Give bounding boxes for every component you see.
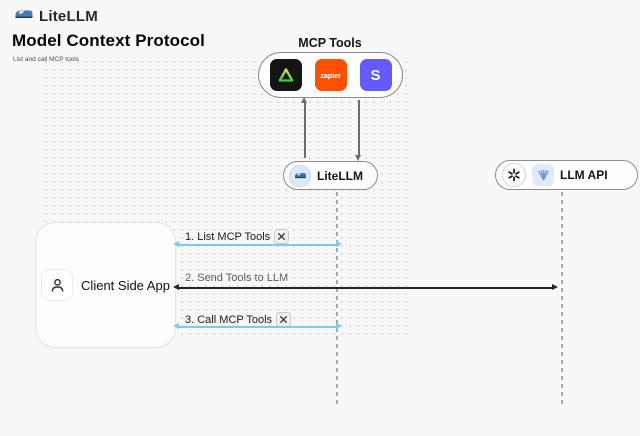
stripe-logotype: S bbox=[370, 66, 381, 84]
tools-icon bbox=[276, 312, 292, 327]
litellm-lifeline bbox=[336, 192, 338, 408]
arrow-mcp-to-litellm bbox=[355, 100, 361, 161]
litellm-train-icon bbox=[14, 7, 34, 26]
client-side-app-label: Client Side App bbox=[81, 277, 170, 293]
sequence-step-2-label: 2. Send Tools to LLM bbox=[185, 272, 288, 284]
green-triangle-tool-icon bbox=[269, 59, 302, 91]
sequence-step-1-label: 1. List MCP Tools bbox=[185, 229, 290, 244]
brand-name: LiteLLM bbox=[39, 8, 98, 25]
arrow-send-tools-to-llm bbox=[173, 284, 558, 291]
arrow-list-mcp-tools bbox=[173, 241, 342, 248]
arrowhead-left-icon bbox=[173, 284, 179, 291]
llm-api-node: LLM API bbox=[495, 160, 638, 190]
llm-api-lifeline bbox=[561, 192, 563, 408]
mcp-tools-node: zapier S bbox=[258, 52, 403, 98]
tools-icon bbox=[274, 229, 290, 244]
step-2-text: 2. Send Tools to LLM bbox=[185, 272, 289, 284]
llm-api-node-label: LLM API bbox=[560, 168, 608, 182]
arrow-litellm-to-mcp bbox=[301, 97, 307, 158]
llm-provider-icon bbox=[532, 164, 554, 186]
litellm-logo-icon bbox=[289, 164, 311, 187]
litellm-node-label: LiteLLM bbox=[317, 168, 363, 183]
arrowhead-left-icon bbox=[173, 323, 179, 330]
zapier-logotype: zapier bbox=[320, 70, 341, 80]
page-title: Model Context Protocol bbox=[12, 31, 205, 50]
arrowhead-up-icon bbox=[301, 97, 307, 103]
stripe-tool-icon: S bbox=[359, 59, 392, 91]
litellm-node: LiteLLM bbox=[283, 161, 378, 190]
arrowhead-down-icon bbox=[355, 155, 361, 161]
step-3-text: 3. Call MCP Tools bbox=[185, 313, 273, 326]
zapier-tool-icon: zapier bbox=[314, 59, 347, 91]
arrowhead-left-icon bbox=[173, 241, 179, 248]
arrowhead-right-icon bbox=[552, 284, 558, 291]
mcp-tools-label: MCP Tools bbox=[298, 36, 362, 50]
page-subtitle: List and call MCP tools bbox=[13, 56, 79, 63]
arrow-call-mcp-tools bbox=[173, 323, 342, 330]
sequence-step-3-label: 3. Call MCP Tools bbox=[185, 312, 292, 327]
client-side-app-node: Client Side App bbox=[35, 222, 176, 348]
brand: LiteLLM bbox=[14, 7, 98, 26]
arrowhead-right-icon bbox=[336, 241, 342, 248]
step-1-text: 1. List MCP Tools bbox=[185, 230, 271, 243]
openai-logo-icon bbox=[502, 163, 526, 187]
arrowhead-right-icon bbox=[336, 323, 342, 330]
person-icon bbox=[41, 269, 74, 301]
